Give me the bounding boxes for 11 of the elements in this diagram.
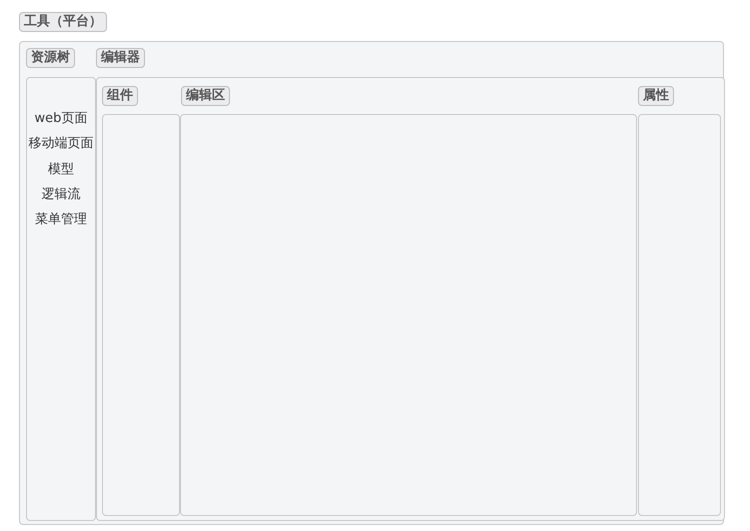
panel-heading: 工具（平台） bbox=[19, 12, 107, 32]
panel-heading: 属性 bbox=[638, 86, 674, 106]
menu-item: 移动端页面 bbox=[28, 135, 94, 154]
menu-item: web页面 bbox=[34, 110, 88, 128]
menu-item: 模型 bbox=[47, 160, 75, 179]
menu-item: 逻辑流 bbox=[40, 186, 82, 204]
panel-heading: 资源树 bbox=[26, 48, 75, 68]
panel-heading: 编辑器 bbox=[96, 48, 145, 68]
panel-heading: 组件 bbox=[102, 86, 138, 106]
menu-item: 菜单管理 bbox=[34, 211, 88, 230]
panel-heading: 编辑区 bbox=[181, 86, 230, 106]
